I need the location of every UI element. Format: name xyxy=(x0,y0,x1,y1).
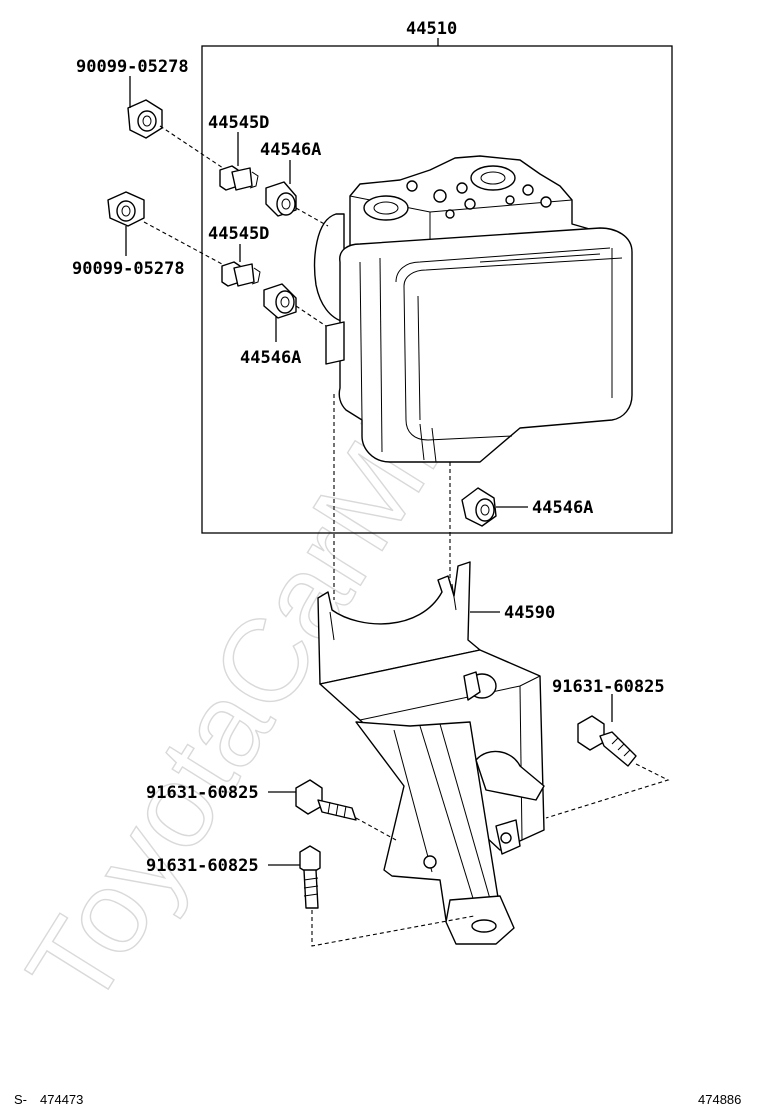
stud-lower xyxy=(221,261,261,287)
footer-right-code: 474886 xyxy=(698,1092,741,1107)
bolt-right xyxy=(577,715,637,767)
callout-91631-60825-left: 91631-60825 xyxy=(146,783,259,803)
footer-marker: S- xyxy=(14,1092,27,1107)
abs-actuator-body xyxy=(313,155,633,463)
mounting-bracket xyxy=(317,561,545,945)
grommet-bottom xyxy=(461,487,497,527)
callout-44545D-upper: 44545D xyxy=(208,113,269,133)
bolt-bottom xyxy=(299,845,321,909)
dash-nut-upper xyxy=(159,125,227,171)
callout-90099-05278-lower: 90099-05278 xyxy=(72,259,185,279)
flange-nut-lower xyxy=(107,191,145,227)
callout-44546A-upper: 44546A xyxy=(260,140,321,160)
dash-bolt-right xyxy=(545,763,670,819)
callout-44590: 44590 xyxy=(504,603,555,623)
assembly-frame xyxy=(201,45,673,534)
grommet-lower xyxy=(263,283,297,319)
dash-grommet-upper xyxy=(295,207,329,227)
dash-bolt-left xyxy=(355,817,397,841)
flange-nut-upper xyxy=(127,99,163,139)
callout-44545D-lower: 44545D xyxy=(208,224,269,244)
bolt-left xyxy=(295,779,357,821)
footer-left-code: 474473 xyxy=(40,1092,83,1107)
callout-44546A-lower: 44546A xyxy=(240,348,301,368)
dash-nut-lower xyxy=(143,221,223,265)
dash-grommet-lower xyxy=(295,305,327,327)
dash-bolt-bottom xyxy=(311,910,475,947)
callout-91631-60825-right: 91631-60825 xyxy=(552,677,665,697)
callout-44546A-bottom: 44546A xyxy=(532,498,593,518)
grommet-upper xyxy=(265,181,297,217)
stud-upper xyxy=(219,165,259,191)
callout-90099-05278-upper: 90099-05278 xyxy=(76,57,189,77)
callout-91631-60825-bottom: 91631-60825 xyxy=(146,856,259,876)
callout-44510: 44510 xyxy=(406,19,457,39)
